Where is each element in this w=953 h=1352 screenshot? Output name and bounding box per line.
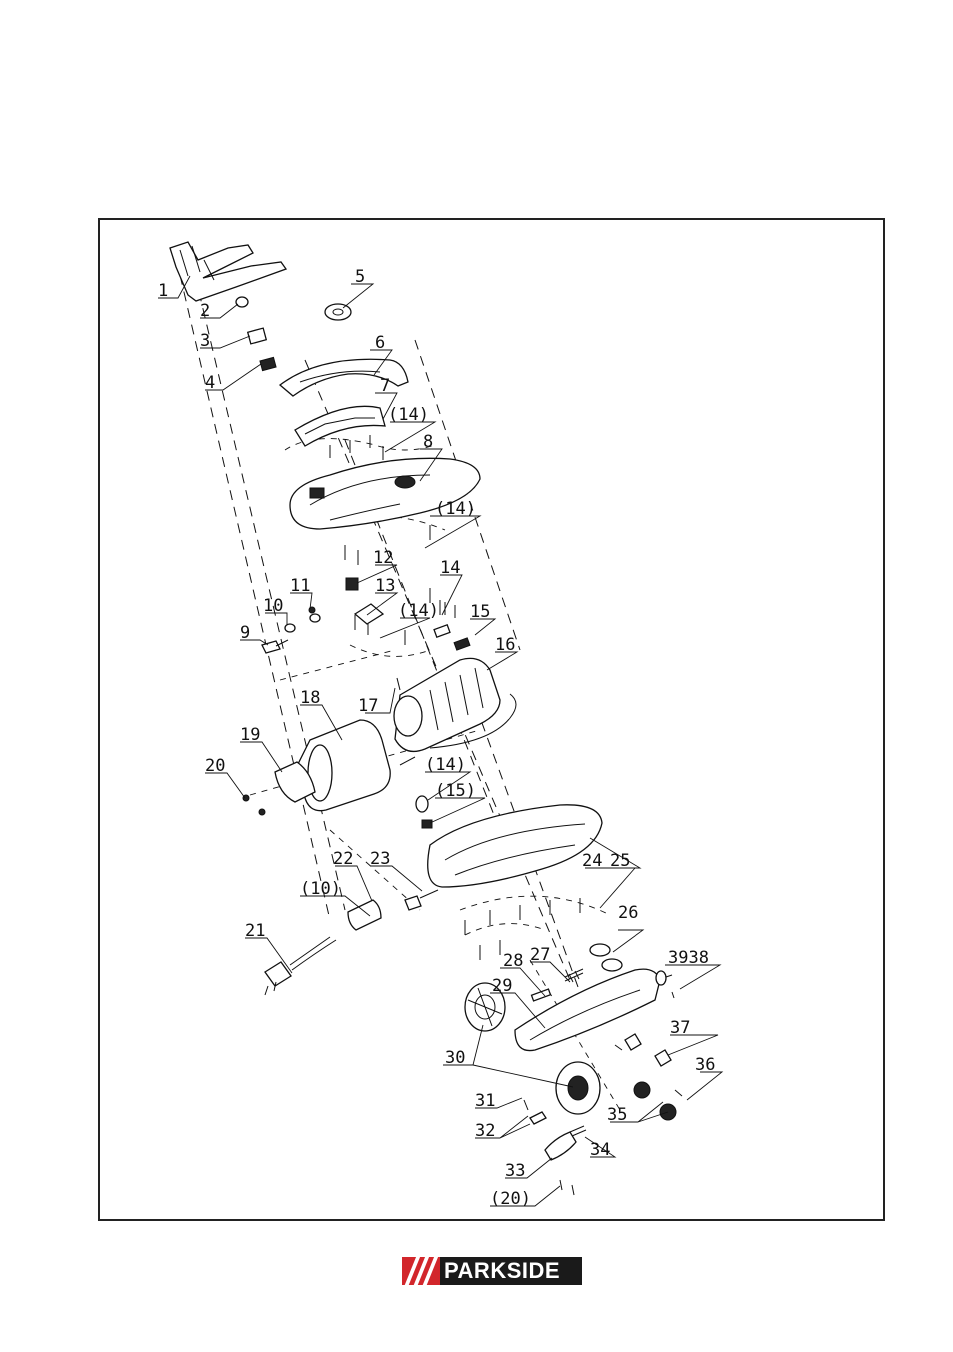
part-5-ring [324,303,352,321]
label-part-19: 19 [240,725,260,745]
parts-38-39-knob-screw [655,970,675,999]
label-part-20b: (20) [490,1189,531,1209]
logo-wordmark: PARKSIDE [440,1257,582,1285]
label-part-33: 33 [505,1161,525,1181]
assembly-axes [179,274,621,1111]
part-27-28-spring-lever [530,968,584,1002]
part-30-rear-wheels [464,982,601,1115]
label-part-27: 27 [530,945,550,965]
label-part-5: 5 [355,267,365,287]
label-part-14c: 14 [440,558,460,578]
parkside-logo: PARKSIDE [402,1257,582,1285]
label-part-21: 21 [245,921,265,941]
label-part-2: 2 [200,301,210,321]
label-part-31: 31 [475,1091,495,1111]
part-19-20-end-cap [242,761,316,816]
label-part-32: 32 [475,1121,495,1141]
label-part-3: 3 [200,331,210,351]
label-part-28: 28 [503,951,523,971]
diagram-frame: 1 2 3 4 5 6 7 (14) 8 (14) 12 14 11 13 (1… [98,218,885,1221]
label-part-3938: 3938 [668,948,709,968]
label-part-22: 22 [333,849,353,869]
part-16-motor [393,657,517,766]
label-part-15: 15 [470,602,490,622]
parts-31-to-34-height-adjust [523,1099,587,1196]
label-part-23: 23 [370,849,390,869]
part-7-inner-frame [294,405,386,447]
label-part-34: 34 [590,1140,610,1160]
part-29-lower-base [514,968,661,1052]
part-18-motor-housing [297,719,391,812]
label-part-24: 24 [582,851,602,871]
label-part-9: 9 [240,623,250,643]
part-1-handle [169,241,288,302]
part-26-knobs [589,943,623,972]
label-part-13: 13 [375,576,395,596]
part-21-power-cable [264,936,337,996]
label-part-1: 1 [158,281,168,301]
label-part-29: 29 [492,976,512,996]
leader-lines [158,275,724,1207]
label-part-37: 37 [670,1018,690,1038]
label-part-20: 20 [205,756,225,776]
parts-14-15-clamps [433,602,471,651]
label-part-17: 17 [358,696,378,716]
part-labels: 1 2 3 4 5 6 7 (14) 8 (14) 12 14 11 13 (1… [158,267,715,1209]
label-part-36: 36 [695,1055,715,1075]
logo-stripes [402,1257,440,1285]
label-part-14b: (14) [435,499,476,519]
label-part-26: 26 [618,903,638,923]
label-part-30: 30 [445,1048,465,1068]
fasteners-near-base [415,795,433,829]
part-17-pin [396,677,401,691]
screws-upper [329,435,441,645]
label-part-15b: (15) [435,781,476,801]
label-part-11: 11 [290,576,310,596]
label-part-14a: (14) [388,405,429,425]
label-part-14d: (14) [398,601,439,621]
label-part-14e: (14) [425,755,466,775]
label-part-16: 16 [495,635,515,655]
label-part-25: 25 [610,851,630,871]
screws-lower [464,898,581,960]
label-part-10b: (10) [300,879,341,899]
label-part-18: 18 [300,688,320,708]
part-2-3-4-switch-parts [235,296,277,372]
part-22-23-cable-relief [347,889,439,931]
part-8-top-housing [289,457,481,530]
part-24-base-housing [427,804,603,888]
label-part-12: 12 [373,548,393,568]
label-part-8: 8 [423,432,433,452]
label-part-35: 35 [607,1105,627,1125]
label-part-6: 6 [375,333,385,353]
exploded-view-diagram: 1 2 3 4 5 6 7 (14) 8 (14) 12 14 11 13 (1… [158,241,724,1209]
label-part-7: 7 [380,376,390,396]
label-part-10: 10 [263,596,283,616]
label-part-4: 4 [205,373,215,393]
part-6-upper-cover [278,358,409,397]
